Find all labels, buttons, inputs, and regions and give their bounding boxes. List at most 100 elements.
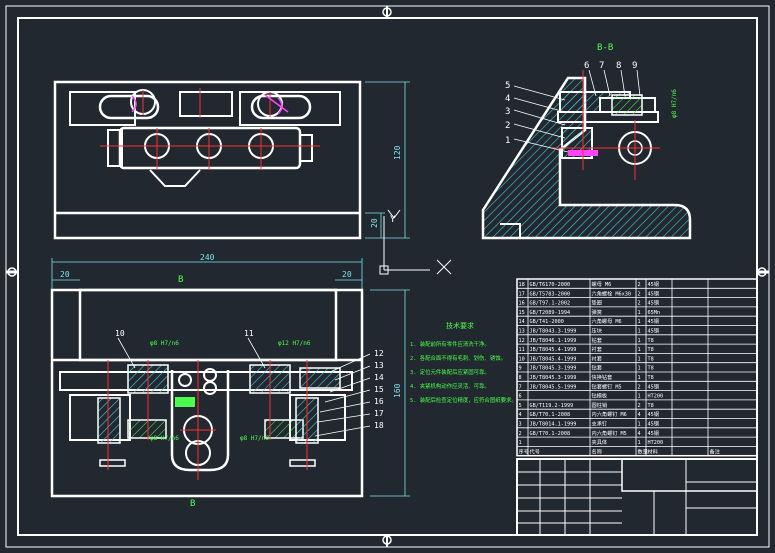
bom-cell-qty: 1 [638, 422, 641, 428]
bom-cell-no: 17 [519, 291, 525, 297]
bom-cell-code: JB/T8045.5-1999 [530, 384, 577, 390]
bom-cell-mat: 65Mn [648, 310, 661, 316]
bom-table: 18 GB/T6170-2000 螺母 M6 2 45钢 17 GB/T5783-2000 六… [516, 278, 758, 457]
bom-cell-no: 10 [519, 356, 525, 362]
bom-cell-name: 压块 [592, 327, 603, 335]
section-callouts: 5 4 3 2 1 6 7 8 9 [505, 61, 637, 146]
bom-cell-code: GB/T5783-2000 [530, 291, 571, 297]
bom-cell-name: 钻模板 [592, 392, 608, 400]
bom-cell-qty: 2 [638, 403, 641, 409]
top-view-centerlines [100, 88, 320, 170]
bom-cell-mat: T8 [648, 347, 654, 353]
section-leaders [513, 69, 641, 153]
bom-cell-no: 15 [519, 310, 525, 316]
bom-cell-code: JB/T8045.4-1999 [530, 356, 577, 362]
bom-cell-mat: 45钢 [648, 429, 659, 437]
callout-4: 4 [505, 94, 510, 104]
top-view [53, 80, 362, 240]
dim-top-view-offset: 20 [370, 218, 379, 228]
bom-cell-mat: 45钢 [648, 280, 659, 288]
tech-requirement-line: 1. 装配前所有零件应清洗干净。 [410, 340, 490, 348]
bom-cell-mat: T8 [648, 375, 654, 381]
bom-cell-qty: 1 [638, 329, 641, 335]
bom-cell-qty: 2 [638, 291, 641, 297]
section-view [481, 76, 692, 240]
front-view-callouts: 10 11 12 13 14 15 16 17 18 [115, 329, 384, 430]
bom-cell-qty: 1 [638, 440, 641, 446]
callout-17: 17 [374, 409, 384, 418]
bom-header-name: 名称 [592, 447, 602, 455]
sheet-border [5, 5, 770, 548]
bom-cell-code: GB/T119.2-1999 [530, 403, 574, 409]
bom-cell-name: 夹具体 [592, 438, 608, 446]
bom-cell-mat: 45钢 [648, 410, 659, 418]
bom-cell-name: 内六角螺钉 M5 [592, 429, 627, 437]
bom-header-no: 序号 [519, 447, 529, 455]
bom-cell-name: 支承钉 [592, 420, 608, 428]
bom-cell-mat: 45钢 [648, 420, 659, 428]
bom-cell-mat: T8 [648, 356, 654, 362]
bom-cell-no: 3 [519, 422, 522, 428]
bom-cell-qty: 4 [638, 431, 641, 437]
bom-cell-code: GB/T41-2000 [530, 319, 564, 325]
bom-cell-qty: 2 [638, 301, 641, 307]
axis-label-y: Y [390, 215, 396, 225]
bom-cell-name: 钻套螺钉 M5 [592, 382, 622, 390]
front-view-leaders [117, 337, 371, 437]
callout-6: 6 [584, 61, 589, 71]
dim-overall-width: 240 [200, 253, 215, 262]
front-view-hatches [97, 364, 341, 444]
bom-cell-qty: 4 [638, 412, 641, 418]
bom-cell-qty: 1 [638, 366, 641, 372]
bom-cell-code: GB/T6170-2000 [530, 282, 571, 288]
bom-cell-qty: 1 [638, 319, 641, 325]
callout-1: 1 [505, 136, 510, 146]
bom-cell-code: JB/T8045.4-1999 [530, 347, 577, 353]
tech-requirement-line: 4. 夹紧机构动作应灵活、可靠。 [410, 382, 490, 390]
bom-cell-no: 18 [519, 282, 525, 288]
bom-cell-name: 弹簧 [592, 308, 602, 316]
bom-cell-code: GB/T70.1-2008 [530, 412, 571, 418]
bom-cell-name: 六角螺母 M6 [592, 317, 622, 325]
callout-7: 7 [599, 61, 604, 71]
bom-cell-no: 14 [519, 319, 525, 325]
callout-18: 18 [374, 421, 384, 430]
callout-5: 5 [505, 81, 510, 91]
bom-cell-mat: T8 [648, 338, 654, 344]
bom-cell-code: GB/T97.1-2002 [530, 301, 571, 307]
bom-cell-qty: 2 [638, 384, 641, 390]
bom-cell-no: 12 [519, 338, 525, 344]
bom-cell-mat: HT200 [648, 394, 664, 400]
dim-front-view-height: 160 [393, 383, 402, 398]
bom-cell-no: 13 [519, 329, 525, 335]
bom-cell-qty: 1 [638, 347, 641, 353]
bom-cell-mat: T8 [648, 403, 654, 409]
bom-cell-name: 螺母 M6 [592, 280, 612, 288]
bom-cell-name: 钻套 [592, 364, 603, 372]
bom-cell-mat: HT200 [648, 440, 664, 446]
bom-cell-no: 16 [519, 301, 525, 307]
bom-cell-name: 钻套 [592, 336, 603, 344]
front-view [50, 288, 364, 498]
callout-10: 10 [115, 329, 125, 338]
callout-15: 15 [374, 385, 384, 394]
view-mark-top: B [178, 275, 183, 285]
bom-cell-mat: 45钢 [648, 289, 659, 297]
bom-cell-qty: 1 [638, 338, 641, 344]
dim-top-view-height: 120 [393, 145, 402, 160]
fit-left-bottom: φ8 H7/n6 [150, 435, 179, 442]
bom-cell-qty: 1 [638, 394, 641, 400]
callout-8: 8 [616, 61, 621, 71]
callout-16: 16 [374, 397, 384, 406]
bom-cell-code: GB/T70.1-2008 [530, 431, 571, 437]
bom-cell-no: 2 [519, 431, 522, 437]
front-view-fits: φ8 H7/n6 φ12 H7/n6 φ8 H7/n6 φ8 H7/n6 [150, 340, 311, 442]
dim-left-margin: 20 [60, 270, 70, 279]
bom-cell-qty: 1 [638, 356, 641, 362]
tech-requirement-line: 2. 各配合面不得有毛刺、划伤、锈蚀。 [410, 354, 506, 362]
bom-cell-no: 4 [519, 412, 522, 418]
section-centerlines [550, 70, 660, 180]
bom-cell-qty: 2 [638, 282, 641, 288]
tech-requirements-title: 技术要求 [446, 321, 474, 330]
top-view-dimensions [365, 81, 410, 239]
